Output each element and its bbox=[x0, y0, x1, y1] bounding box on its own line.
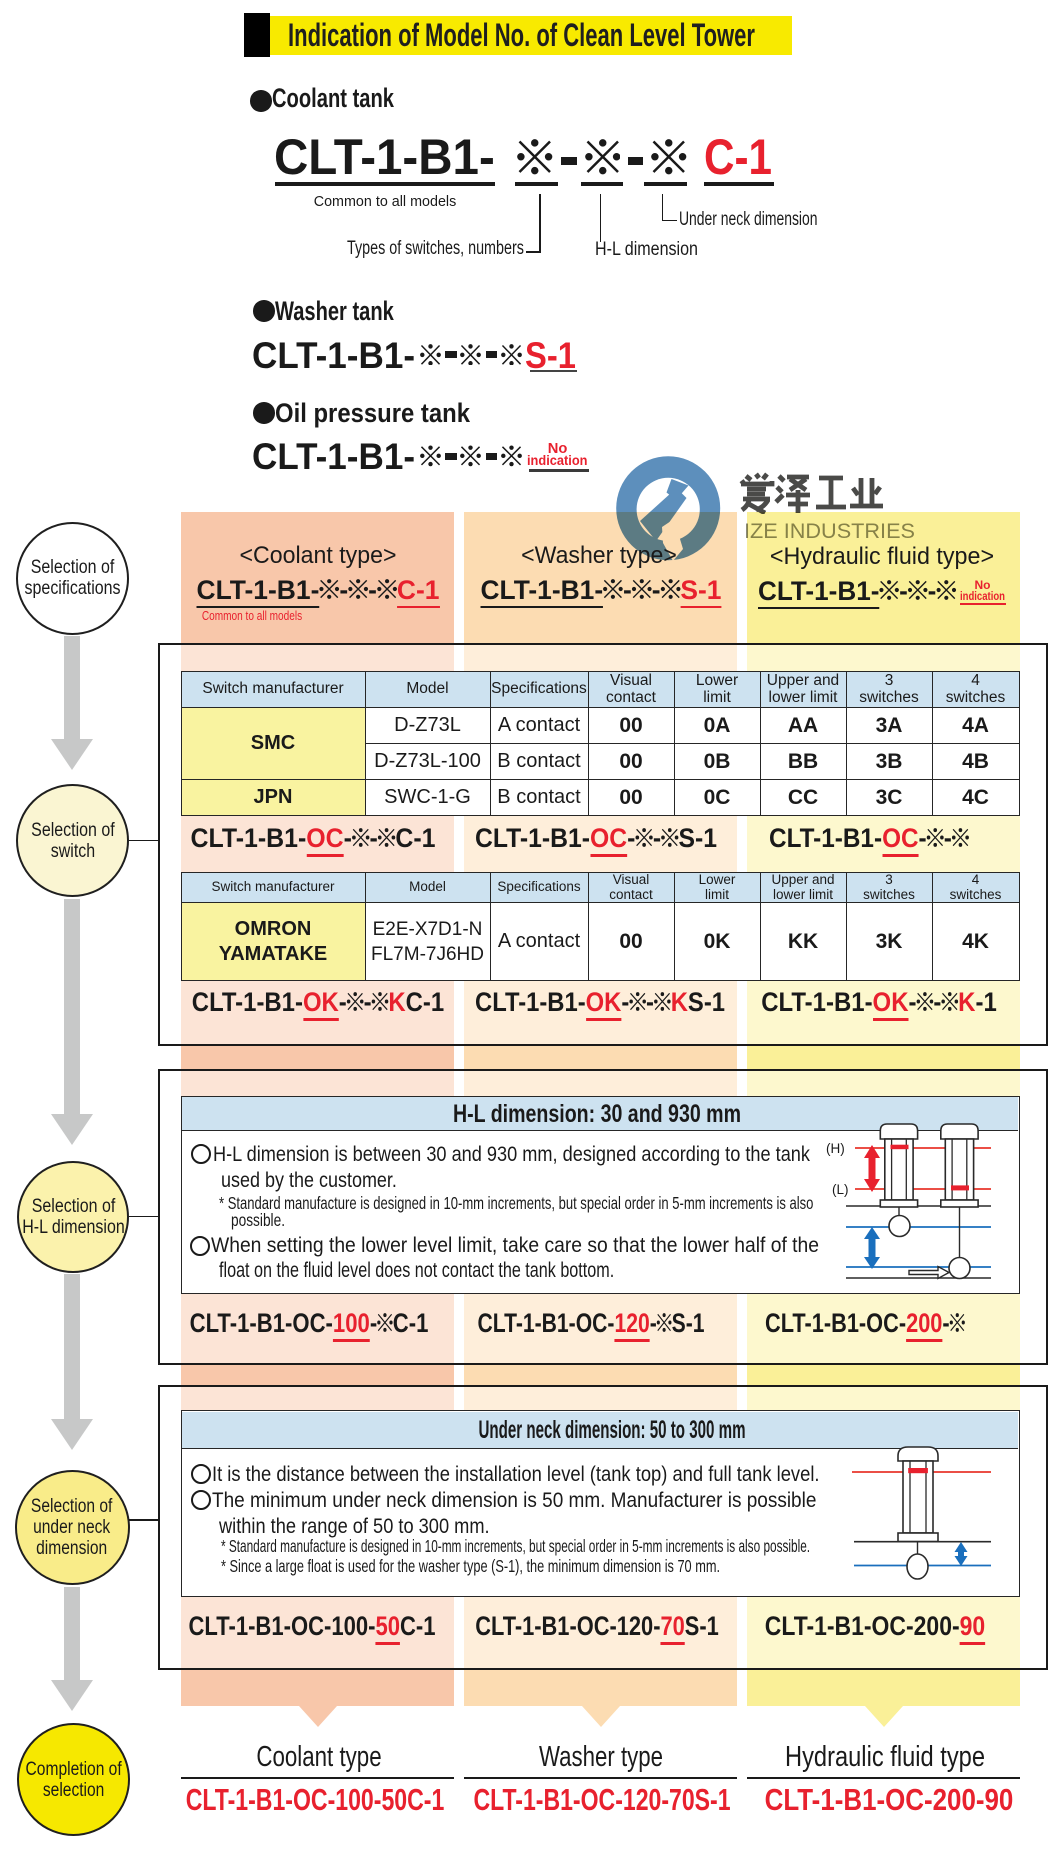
svg-text:(L): (L) bbox=[832, 1182, 849, 1197]
svg-text:(H): (H) bbox=[826, 1141, 845, 1156]
